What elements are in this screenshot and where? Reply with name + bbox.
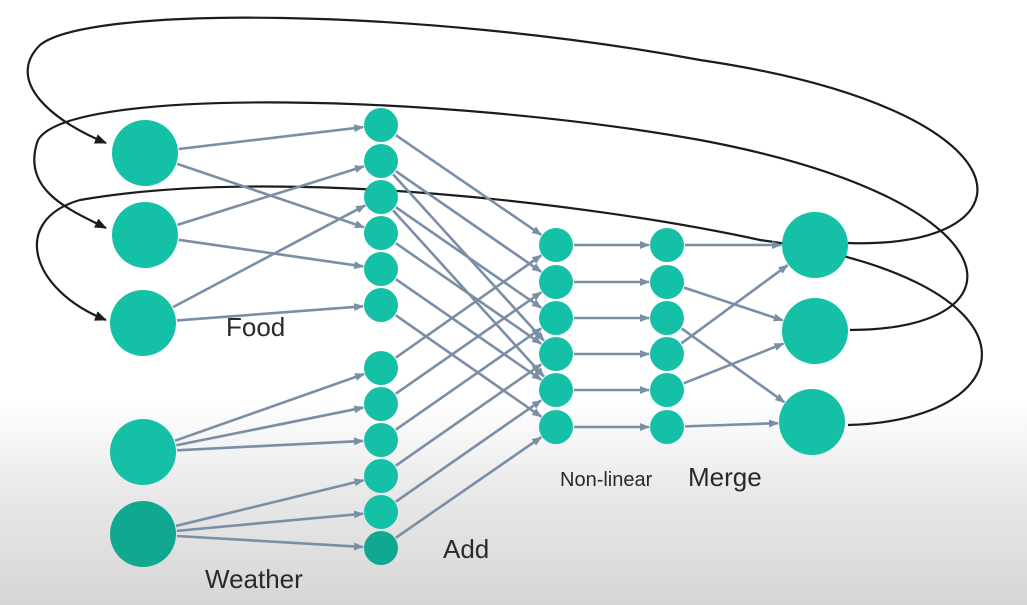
- weather-label: Weather: [205, 564, 303, 594]
- edge-weather-to-add: [175, 478, 365, 528]
- weather-input-node: [110, 419, 176, 485]
- add-node: [364, 423, 398, 457]
- edge-add-to-nonlinear: [395, 314, 543, 418]
- edge-food-to-add: [172, 204, 366, 309]
- add-node: [364, 351, 398, 385]
- edge-weather-to-add: [176, 510, 365, 533]
- feedback-loop-2: [33, 101, 969, 332]
- edge-add-to-nonlinear: [392, 173, 545, 342]
- merge-node: [650, 373, 684, 407]
- edge-food-to-add: [177, 165, 365, 227]
- add-node: [364, 216, 398, 250]
- nonlinear-node: [539, 265, 573, 299]
- add-label: Add: [443, 534, 489, 564]
- add-node: [364, 495, 398, 529]
- weather-input-node: [110, 501, 176, 567]
- edge-weather-to-add: [176, 437, 365, 452]
- edge-weather-to-add: [174, 372, 365, 442]
- edge-merge-to-output: [680, 264, 789, 345]
- add-node: [364, 108, 398, 142]
- merge-node: [650, 265, 684, 299]
- nonlinear-label: Non-linear: [560, 469, 653, 491]
- edge-weather-to-add: [176, 534, 365, 551]
- add-node: [364, 459, 398, 493]
- edge-merge-to-output: [683, 342, 785, 385]
- edge-add-to-nonlinear: [395, 436, 543, 539]
- edge-food-to-add: [178, 124, 365, 151]
- nonlinear-node: [539, 228, 573, 262]
- food-label: Food: [226, 312, 285, 342]
- output-node: [782, 298, 848, 364]
- edges: [172, 124, 789, 551]
- nonlinear-node: [539, 373, 573, 407]
- merge-node: [650, 337, 684, 371]
- edge-food-to-add: [178, 238, 365, 270]
- edge-add-to-nonlinear: [395, 278, 543, 381]
- nonlinear-node: [539, 337, 573, 371]
- merge-node: [650, 228, 684, 262]
- merge-node: [650, 410, 684, 444]
- edge-add-to-nonlinear: [392, 209, 545, 378]
- edge-add-to-nonlinear: [395, 363, 543, 467]
- feedback-loop-1: [26, 16, 979, 245]
- edge-food-to-add: [176, 303, 365, 322]
- recurrent-loops: [26, 16, 983, 427]
- add-node: [364, 252, 398, 286]
- edge-add-to-nonlinear: [395, 399, 543, 503]
- output-node: [779, 389, 845, 455]
- merge-node: [650, 301, 684, 335]
- merge-label: Merge: [688, 462, 762, 492]
- food-input-node: [112, 120, 178, 186]
- edge-add-to-nonlinear: [395, 170, 543, 273]
- feedback-loop-3: [35, 185, 983, 427]
- food-input-node: [110, 290, 176, 356]
- add-node: [364, 387, 398, 421]
- edge-add-to-nonlinear: [394, 254, 543, 359]
- add-node: [364, 288, 398, 322]
- nonlinear-node: [539, 410, 573, 444]
- nonlinear-node: [539, 301, 573, 335]
- add-node: [364, 144, 398, 178]
- edge-merge-to-output: [680, 327, 786, 404]
- nodes: [110, 108, 848, 567]
- edge-add-to-nonlinear: [395, 134, 542, 236]
- output-node: [782, 212, 848, 278]
- edge-merge-to-output: [684, 419, 780, 428]
- add-node: [364, 531, 398, 565]
- food-input-node: [112, 202, 178, 268]
- edge-weather-to-add: [176, 405, 365, 447]
- add-node: [364, 180, 398, 214]
